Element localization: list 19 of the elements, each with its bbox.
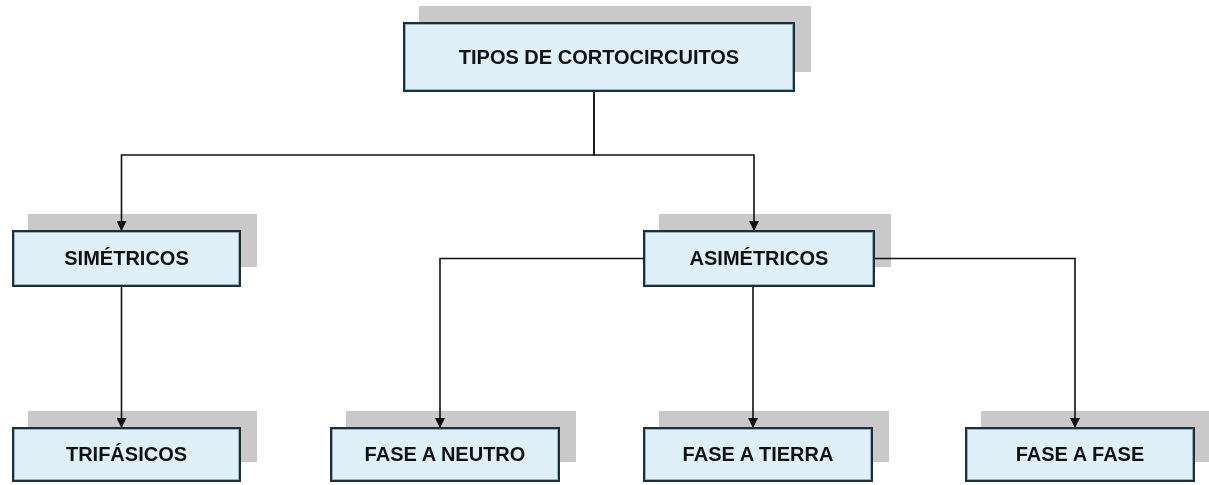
connector-arrow (748, 286, 758, 428)
category-box (403, 22, 795, 92)
category-box (12, 427, 241, 482)
category-box (965, 427, 1195, 482)
connector-arrow (593, 91, 759, 231)
connector-arrow (116, 286, 127, 428)
category-box (330, 427, 560, 482)
connector-arrow (874, 257, 1080, 428)
box-label: SIMÉTRICOS (64, 247, 189, 270)
category-box (643, 427, 873, 482)
box-label: FASE A NEUTRO (364, 443, 526, 466)
box-label: FASE A FASE (1015, 443, 1145, 466)
category-box (643, 230, 875, 287)
box-label: FASE A TIERRA (682, 443, 834, 466)
box-label: TIPOS DE CORTOCIRCUITOS (458, 45, 740, 69)
box-label: TRIFÁSICOS (65, 443, 188, 466)
connector-arrow (435, 257, 644, 428)
category-box (12, 230, 241, 287)
box-label: ASIMÉTRICOS (689, 247, 829, 270)
